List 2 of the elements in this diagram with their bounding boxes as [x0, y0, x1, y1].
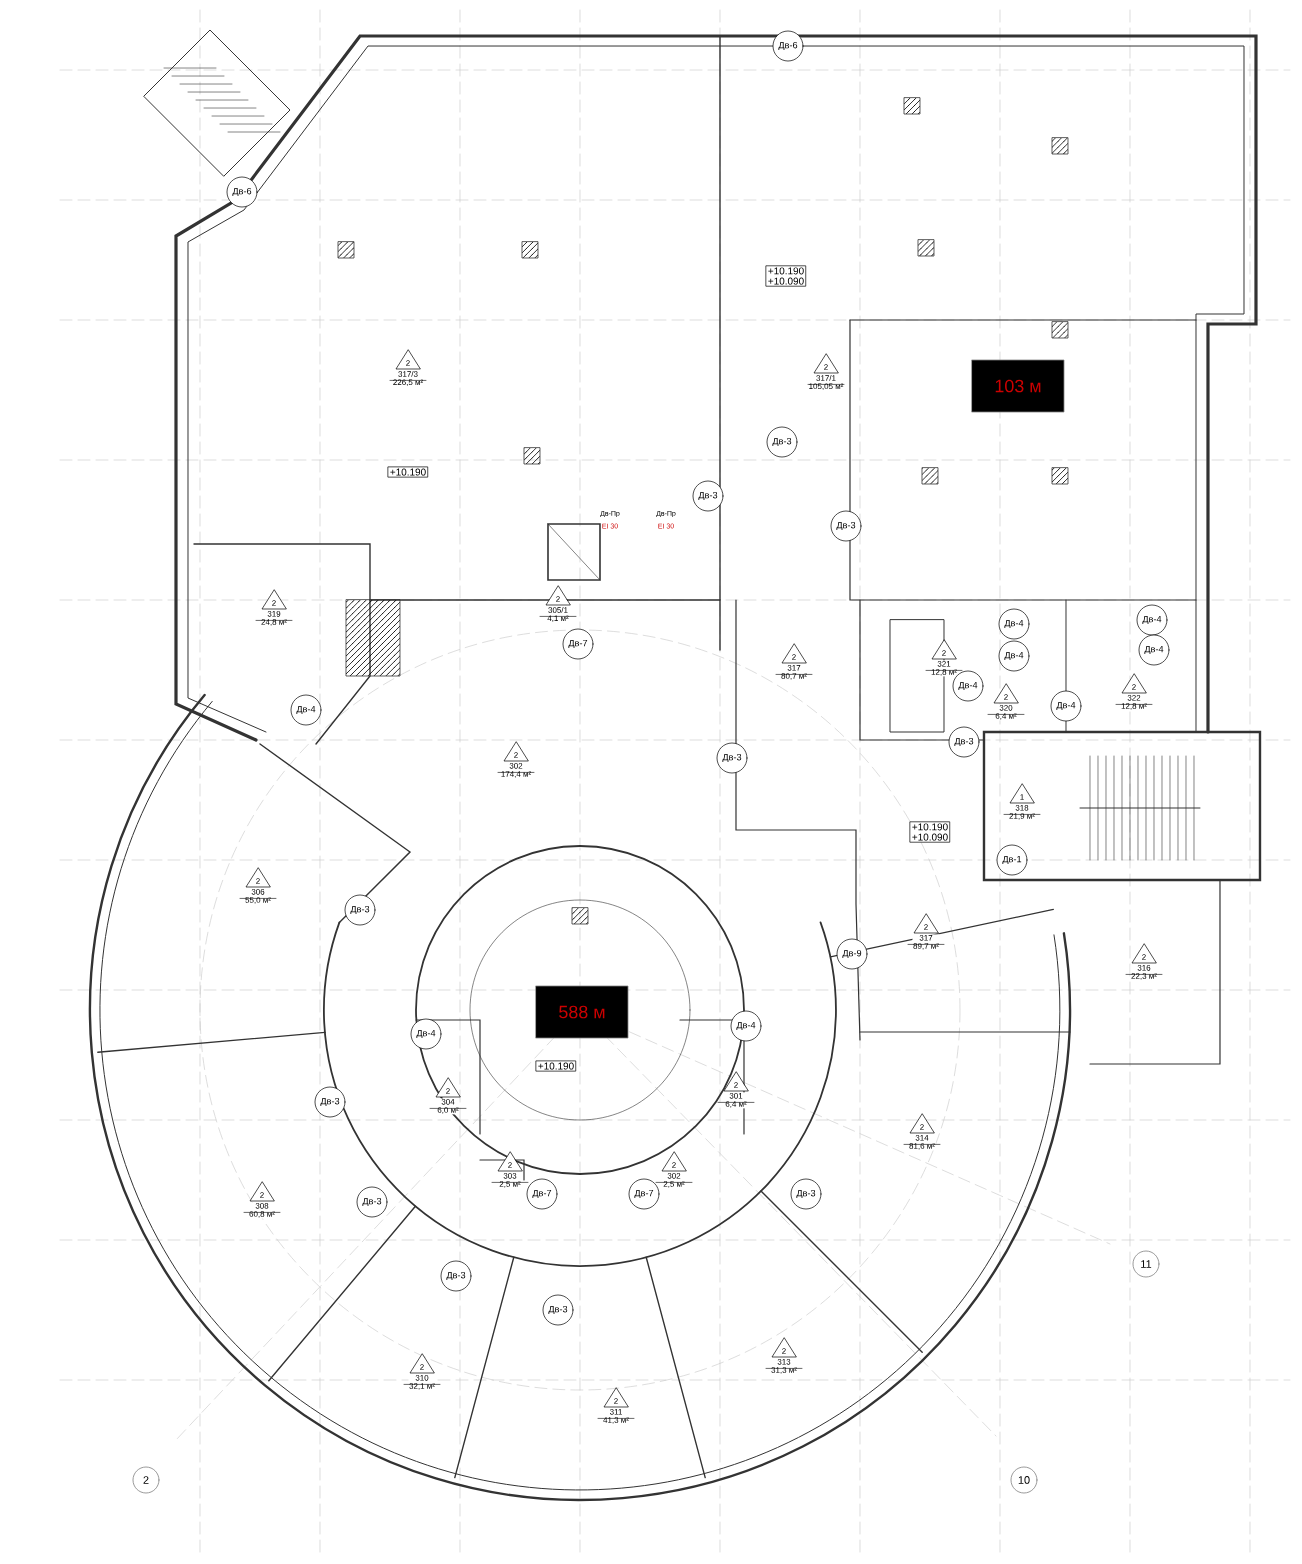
display-panel: 588 м [535, 985, 629, 1039]
display-panel: 103 м [971, 359, 1065, 413]
